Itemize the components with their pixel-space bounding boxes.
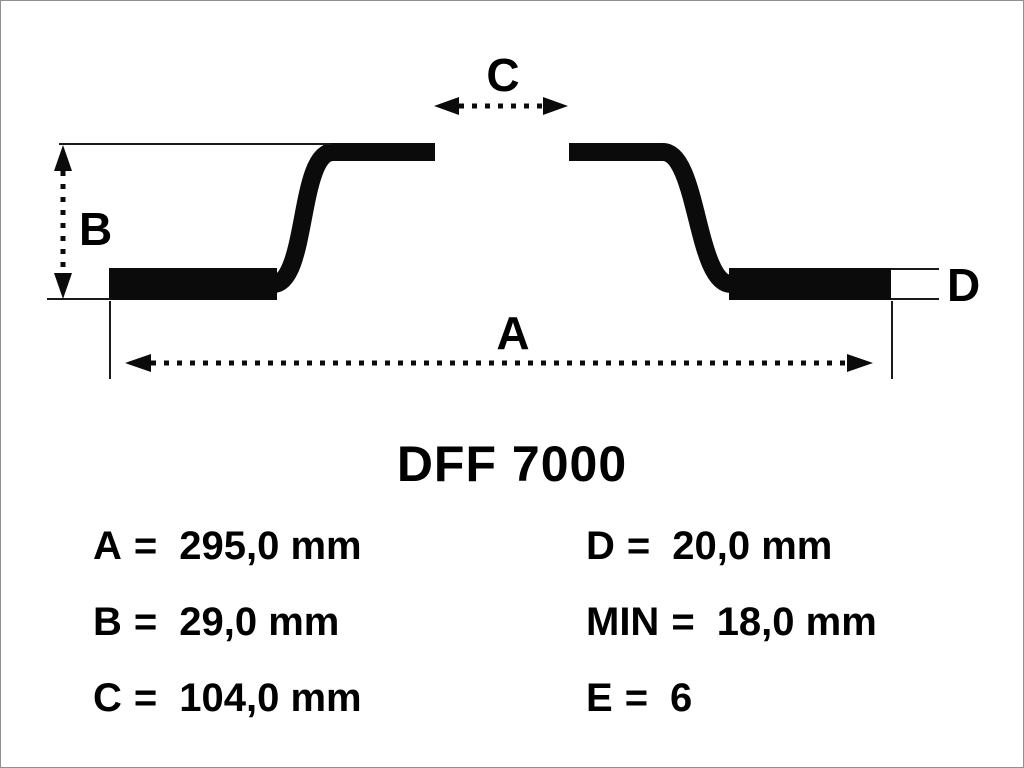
equals-sign: = <box>133 600 158 644</box>
spec-row-c: C= 104,0 mm <box>93 675 362 721</box>
spec-label-min: MIN <box>586 600 660 644</box>
spec-value-min: 18,0 mm <box>716 600 877 644</box>
dim-label-b: B <box>79 203 112 255</box>
spec-row-a: A= 295,0 mm <box>93 523 362 569</box>
spec-value-a: 295,0 mm <box>179 524 362 568</box>
equals-sign: = <box>133 676 158 720</box>
spec-row-b: B= 29,0 mm <box>93 599 362 645</box>
equals-sign: = <box>626 524 651 568</box>
friction-ring-right <box>729 268 891 300</box>
spec-column-left: A=295,0 mm B=29,0 mm C=104,0 mm <box>93 523 362 721</box>
spec-label-b: B <box>93 600 122 644</box>
friction-ring-left <box>109 268 277 300</box>
spec-value-d: 20,0 mm <box>672 524 833 568</box>
dim-label-d: D <box>947 259 980 311</box>
dim-label-c: C <box>486 49 519 101</box>
equals-sign: = <box>624 676 649 720</box>
arrowhead-a-left-icon <box>125 354 151 372</box>
arrowhead-b-up-icon <box>54 145 72 171</box>
spec-row-min: MIN= 18,0 mm <box>586 599 877 645</box>
spec-row-e: E= 6 <box>586 675 877 721</box>
brake-disc-cross-section-diagram: B C A D <box>47 49 980 379</box>
profile-curve-right <box>660 143 734 293</box>
equals-sign: = <box>133 524 158 568</box>
arrowhead-b-down-icon <box>54 273 72 299</box>
spec-label-d: D <box>586 524 615 568</box>
part-number-title: DFF 7000 <box>396 436 628 492</box>
spec-value-b: 29,0 mm <box>179 600 340 644</box>
spec-row-d: D= 20,0 mm <box>586 523 877 569</box>
dim-label-a: A <box>496 307 529 359</box>
spec-value-e: 6 <box>670 676 693 720</box>
spec-label-a: A <box>93 524 122 568</box>
spec-column-right: D=20,0 mm MIN=18,0 mm E=6 <box>586 523 877 721</box>
spec-value-c: 104,0 mm <box>179 676 362 720</box>
spec-label-e: E <box>586 676 613 720</box>
arrowhead-a-right-icon <box>847 354 873 372</box>
hat-section-left <box>323 143 435 161</box>
arrowhead-c-left-icon <box>434 97 459 115</box>
hat-section-right <box>569 143 665 161</box>
arrowhead-c-right-icon <box>543 97 568 115</box>
profile-curve-left <box>270 143 336 293</box>
equals-sign: = <box>671 600 695 644</box>
spec-label-c: C <box>93 676 122 720</box>
